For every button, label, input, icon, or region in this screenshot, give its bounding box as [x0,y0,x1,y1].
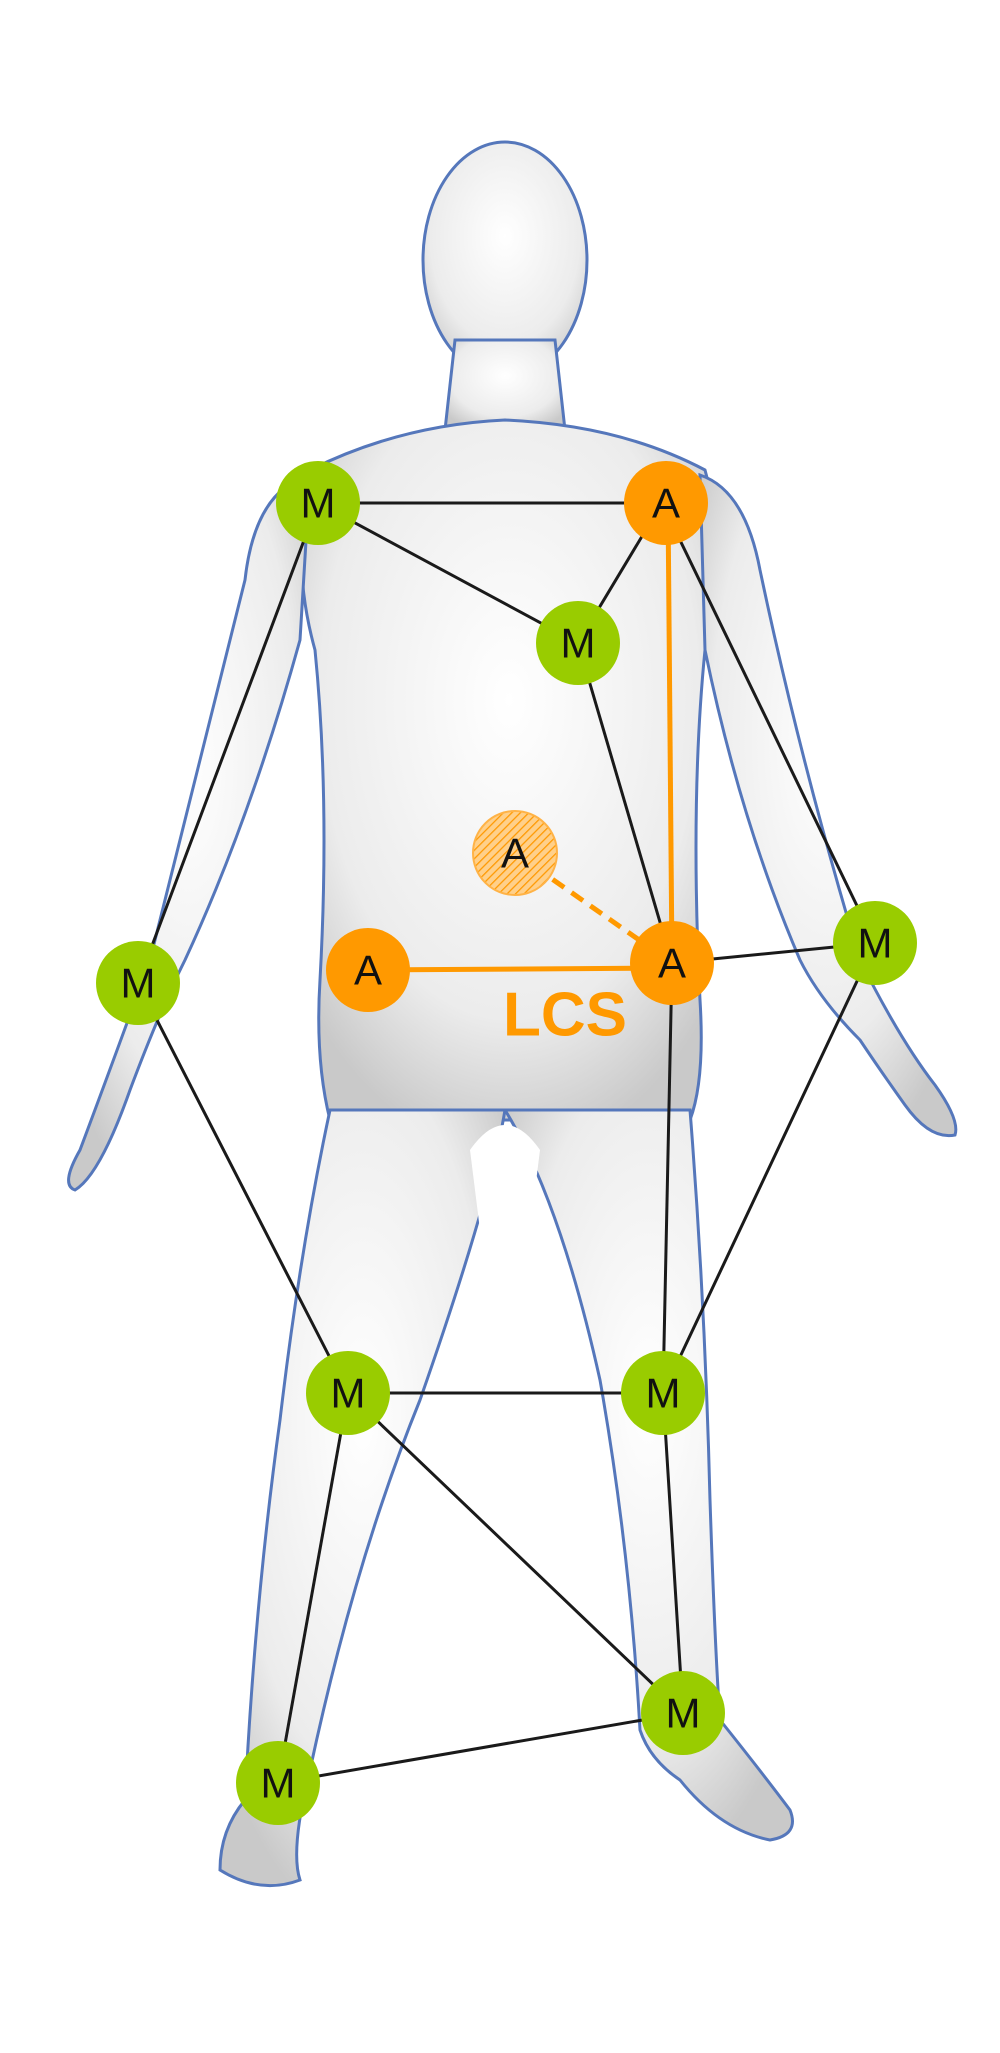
link-wristR-kneeR [661,942,877,1394]
lcs-axis-vertical [665,502,675,964]
link-kneeR-ankleR [661,1392,685,1714]
lcs-label: LCS [503,981,627,1050]
anatomical-landmark-hip-left[interactable]: A [326,928,410,1012]
marker-label: M [858,920,893,967]
link-shoulderL-chest [317,501,579,645]
link-shoulderR-wristR [660,502,877,944]
marker-label: M [646,1370,681,1417]
motion-markers: M M M M M M M M [96,461,917,1825]
body-neck [443,338,567,432]
anatomical-label: A [652,480,680,527]
link-kneeL-ankleL [276,1392,350,1784]
marker-wrist-left[interactable]: M [96,941,180,1025]
anatomical-label: A [658,940,686,987]
link-hipR-kneeR [661,962,674,1394]
link-kneeL-ankleR [346,1391,685,1715]
marker-chest[interactable]: M [536,601,620,685]
marker-label: M [666,1690,701,1737]
link-chest-hipR [576,642,674,964]
body-arm-right [698,472,958,1138]
body-crotch-gap [470,1125,540,1230]
body-leg-left [218,1108,507,1888]
marker-shoulder-left[interactable]: M [276,461,360,545]
marker-links [136,501,877,1785]
marker-label: M [561,620,596,667]
marker-label: M [301,480,336,527]
marker-label: M [331,1370,366,1417]
marker-ankle-left[interactable]: M [236,1741,320,1825]
body-arm-left [67,473,312,1192]
marker-knee-right[interactable]: M [621,1351,705,1435]
anatomical-landmark-shoulder-right[interactable]: A [624,461,708,545]
marker-wrist-right[interactable]: M [833,901,917,985]
human-body-figure [67,140,958,1888]
marker-label: M [261,1760,296,1807]
marker-label: M [121,960,156,1007]
anatomical-landmark-hip-right[interactable]: A [630,921,714,1005]
marker-ankle-right[interactable]: M [641,1671,725,1755]
link-wristL-kneeL [136,982,350,1394]
lcs-axis-horizontal [367,965,673,973]
link-ankleL-ankleR [277,1711,684,1785]
anatomical-label: A [354,947,382,994]
anatomical-label: A [501,830,529,877]
anatomical-landmark-virtual[interactable]: A [472,810,558,896]
body-leg-right [502,1108,794,1842]
link-shoulderL-wristL [136,502,320,984]
marker-knee-left[interactable]: M [306,1351,390,1435]
anatomical-landmarks: A A A A [326,461,714,1012]
